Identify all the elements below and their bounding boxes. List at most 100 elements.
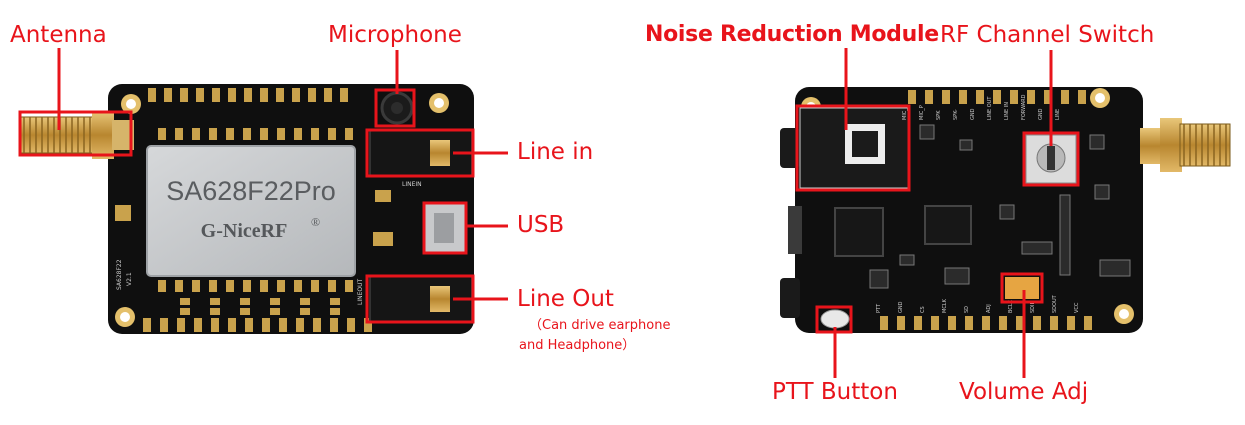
smd-part <box>999 204 1015 220</box>
module-pad <box>243 280 251 292</box>
label-line-out-note-2: and Headphone） <box>519 338 636 353</box>
edge-pad <box>194 318 202 332</box>
registered-mark: ® <box>311 215 320 229</box>
smd-pad <box>270 308 280 315</box>
edge-pad <box>228 88 236 102</box>
line-in-jack-pad <box>430 140 450 166</box>
edge-pad <box>965 316 973 330</box>
edge-pad <box>914 316 922 330</box>
smd-pad <box>330 298 340 305</box>
volume-highlight <box>1000 272 1044 304</box>
label-rf-channel-switch: RF Channel Switch <box>940 22 1155 48</box>
edge-pad <box>324 88 332 102</box>
smd-component <box>115 205 131 221</box>
smd-pad <box>240 308 250 315</box>
ptt-button <box>820 309 850 329</box>
edge-pad <box>1084 316 1092 330</box>
edge-pad <box>1067 316 1075 330</box>
edge-pad <box>993 90 1001 104</box>
smd-part <box>919 124 935 140</box>
edge-pad <box>1061 90 1069 104</box>
silk-lineout: LINEOUT <box>357 278 364 305</box>
smd-part <box>1094 184 1110 200</box>
main-chip <box>834 207 884 257</box>
edge-pad <box>931 316 939 330</box>
module-pad <box>277 128 285 140</box>
smd-pad <box>300 298 310 305</box>
module-pad <box>345 280 353 292</box>
edge-pad <box>211 318 219 332</box>
edge-pad <box>880 316 888 330</box>
antenna-highlight <box>18 110 133 157</box>
edge-pad <box>180 88 188 102</box>
label-antenna: Antenna <box>10 22 107 48</box>
microphone-center <box>391 102 403 114</box>
edge-pad <box>347 318 355 332</box>
edge-pad <box>330 318 338 332</box>
right-bottom-pads <box>880 316 1092 330</box>
smd-component <box>375 190 391 202</box>
edge-pad <box>1010 90 1018 104</box>
smd-pad <box>180 298 190 305</box>
left-board: SA628F22Pro G-NiceRF ® LINEIN LINEOUT SA… <box>19 84 474 334</box>
label-line-in: Line in <box>517 139 594 165</box>
left-bottom-pads <box>143 318 372 332</box>
edge-pad <box>177 318 185 332</box>
silk-linein: LINEIN <box>402 181 422 188</box>
sma-connector-right <box>1140 118 1231 172</box>
module-pad <box>243 128 251 140</box>
edge-pad <box>1016 316 1024 330</box>
module-pad <box>175 128 183 140</box>
edge-pad <box>245 318 253 332</box>
noise-reduction-highlight <box>795 104 911 192</box>
volume-pot <box>1005 277 1039 299</box>
nr-chip-core <box>852 131 878 157</box>
silk-pin-bottom: BCLK <box>1008 299 1014 313</box>
edge-pad <box>160 318 168 332</box>
edge-pad <box>1027 90 1035 104</box>
module-pad <box>345 128 353 140</box>
mount-hole <box>126 99 136 109</box>
module-pad <box>192 280 200 292</box>
module-pad <box>158 128 166 140</box>
mount-hole <box>1119 309 1129 319</box>
microphone-highlight <box>374 88 416 128</box>
module-pad <box>328 128 336 140</box>
edge-pad <box>942 90 950 104</box>
module-pad <box>311 280 319 292</box>
silk-pin-bottom: ADJ <box>986 304 992 313</box>
smd-pad <box>210 298 220 305</box>
edge-pad <box>296 318 304 332</box>
edge-pad <box>279 318 287 332</box>
edge-pad <box>1033 316 1041 330</box>
smd-pad <box>270 298 280 305</box>
edge-pad <box>196 88 204 102</box>
silk-pin-top: FORWARD <box>1021 94 1027 120</box>
edge-pad <box>948 316 956 330</box>
label-line-out: Line Out <box>517 286 614 312</box>
mount-hole <box>1095 93 1105 103</box>
usb-port-inner <box>434 213 454 243</box>
module-pad <box>209 128 217 140</box>
edge-pad <box>1078 90 1086 104</box>
right-smd-parts <box>869 124 1131 289</box>
smd-part <box>1099 259 1131 277</box>
silk-pin-top: LINE OUT <box>987 96 993 120</box>
edge-pad <box>959 90 967 104</box>
smd-pad <box>300 308 310 315</box>
smd-pad <box>330 308 340 315</box>
silk-pin-bottom: GND <box>898 301 904 313</box>
module-pad <box>158 280 166 292</box>
callout-markers <box>18 48 1080 378</box>
module-pad <box>226 128 234 140</box>
silk-pin-bottom: SDOUT <box>1052 294 1058 313</box>
module-pad <box>175 280 183 292</box>
edge-pad <box>976 90 984 104</box>
edge-pad <box>148 88 156 102</box>
smd-pad <box>210 308 220 315</box>
smd-part <box>959 139 973 151</box>
edge-pad <box>212 88 220 102</box>
silk-pin-top: MIC_N <box>902 104 908 120</box>
edge-pad <box>276 88 284 102</box>
silk-pin-top: SPK- <box>953 109 959 120</box>
